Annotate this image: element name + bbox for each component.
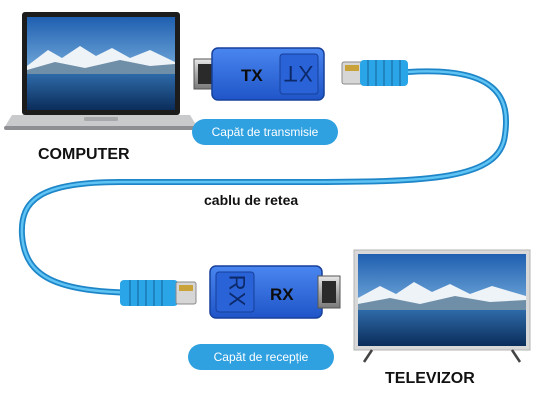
laptop-icon (4, 12, 198, 130)
rx-adapter-side-label: RX (224, 274, 250, 308)
transmit-badge: Capăt de transmisie (192, 119, 338, 145)
rj45-plug-icon-rx (120, 280, 197, 306)
televizor-label: TELEVIZOR (385, 370, 475, 387)
tx-adapter-side-label: TX (284, 61, 315, 86)
computer-label: COMPUTER (38, 146, 130, 163)
rx-adapter (209, 265, 341, 319)
receive-badge: Capăt de recepție (188, 344, 334, 370)
tx-adapter-label: TX (241, 66, 263, 85)
tx-adapter (193, 47, 325, 101)
cable-label: cablu de retea (204, 192, 299, 208)
rx-adapter-label: RX (270, 285, 294, 304)
network-cable (18, 68, 509, 296)
tv-icon (353, 249, 531, 363)
rj45-plug-icon (341, 60, 408, 86)
